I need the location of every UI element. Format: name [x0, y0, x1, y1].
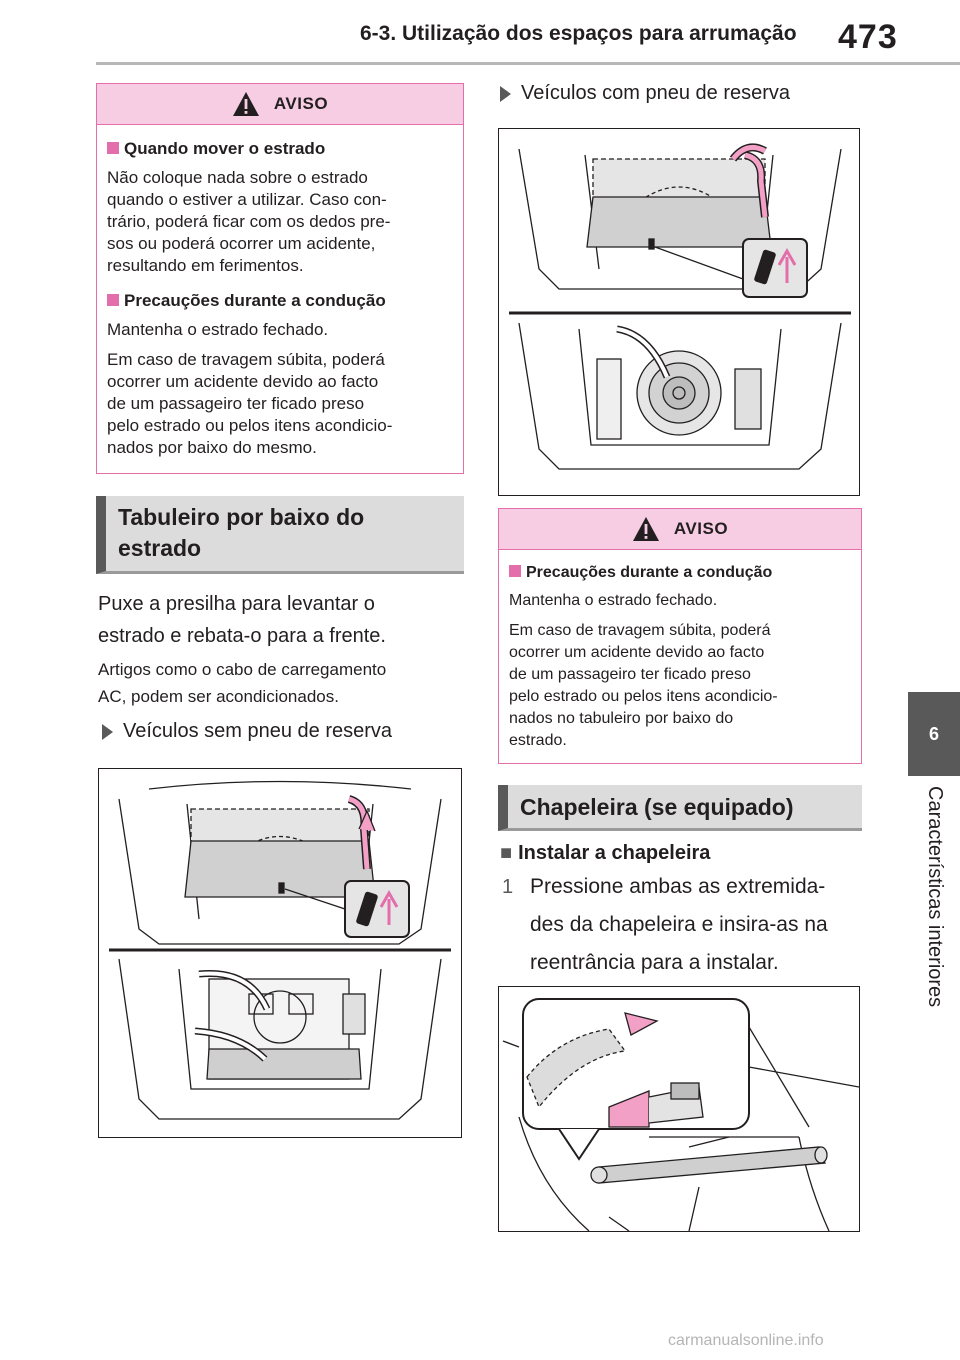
warning-paragraph: Em caso de travagem súbita, poderá ocorr… — [509, 622, 778, 749]
square-bullet-icon — [107, 294, 119, 306]
footer-watermark: carmanualsonline.info — [668, 1332, 824, 1349]
section-heading-shelf: Chapeleira (se equipado) — [498, 785, 862, 831]
square-bullet-icon: ■ — [500, 842, 513, 864]
warning-paragraph: Não coloque nada sobre o estrado quando … — [107, 168, 391, 275]
warning-title: AVISO — [273, 94, 329, 113]
warning-paragraph: Mantenha o estrado fechado. — [509, 592, 718, 609]
tray-note: Artigos como o cabo de carregamento AC, … — [98, 660, 387, 706]
header-rule — [96, 62, 960, 65]
triangle-bullet-icon — [102, 723, 113, 740]
warning-header: AVISO — [499, 509, 861, 550]
figure-with-spare-tire — [498, 128, 860, 496]
step-text: Pressione ambas as extremida- des da cha… — [530, 875, 828, 974]
warning-subheading: Precauções durante a condução — [509, 564, 853, 582]
tray-instruction: Puxe a presilha para levantar o estrado … — [98, 593, 386, 647]
section-heading-tray: Tabuleiro por baixo do estrado — [96, 496, 464, 574]
bullet-no-spare: Veículos sem pneu de reserva — [102, 720, 392, 743]
page-number: 473 — [838, 18, 898, 56]
chapter-label: Características interiores — [924, 786, 946, 1008]
shelf-subheading: ■Instalar a chapeleira — [500, 842, 711, 864]
warning-subheading: Quando mover o estrado — [107, 139, 455, 159]
warning-triangle-icon — [632, 517, 659, 541]
warning-triangle-icon — [232, 92, 259, 116]
chapter-tab: 6 — [908, 692, 960, 776]
header-section-title: 6-3. Utilização dos espaços para arrumaç… — [360, 22, 797, 45]
figure-no-spare-tire — [98, 768, 462, 1138]
warning-paragraph: Mantenha o estrado fechado. — [107, 320, 329, 339]
warning-box-1: AVISO Quando mover o estrado Não coloque… — [96, 83, 464, 474]
warning-box-2: AVISO Precauções durante a condução Mant… — [498, 508, 862, 764]
warning-paragraph: Em caso de travagem súbita, poderá ocorr… — [107, 350, 393, 457]
figure-shelf-install — [498, 986, 860, 1232]
triangle-bullet-icon — [500, 85, 511, 102]
warning-header: AVISO — [97, 84, 463, 125]
warning-subheading: Precauções durante a condução — [107, 291, 455, 311]
square-bullet-icon — [107, 142, 119, 154]
warning-title: AVISO — [673, 519, 729, 538]
square-bullet-icon — [509, 565, 521, 577]
bullet-with-spare: Veículos com pneu de reserva — [500, 82, 790, 105]
step-number: 1 — [502, 876, 514, 898]
